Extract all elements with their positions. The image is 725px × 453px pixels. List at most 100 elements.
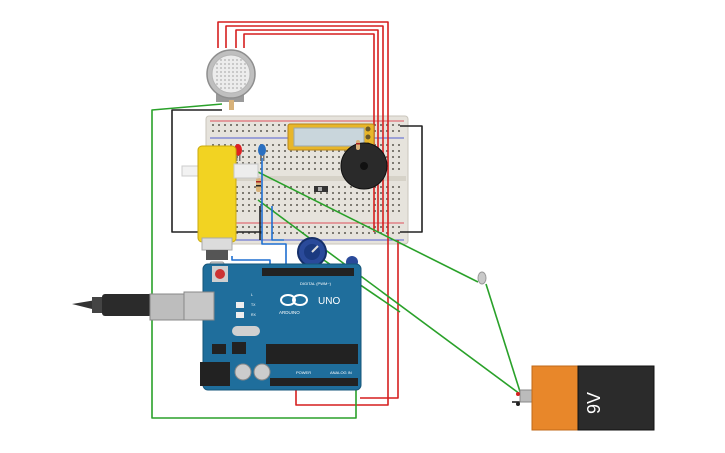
breadboard-hole [278,204,280,206]
resistor[interactable] [356,140,360,150]
slide-switch[interactable] [314,186,328,192]
potentiometer[interactable] [297,237,358,268]
breadboard-hole [272,192,274,194]
dc-gear-motor[interactable] [181,145,259,260]
breadboard-hole [392,124,394,126]
mesh-dot [232,59,234,61]
breadboard-hole [266,162,268,164]
breadboard-hole [392,150,394,152]
breadboard-hole [314,168,316,170]
breadboard-hole [302,210,304,212]
breadboard-hole [278,156,280,158]
breadboard-hole [290,204,292,206]
breadboard-hole [392,144,394,146]
blue-led[interactable] [258,144,266,161]
breadboard-hole [278,168,280,170]
black-wire [400,125,423,233]
breadboard-hole [320,150,322,152]
gas-sensor[interactable] [206,49,256,110]
breadboard-hole [344,186,346,188]
green-wire [485,283,523,399]
arduino-logo-icon [280,294,308,306]
sensor-mesh [216,59,246,89]
breadboard-hole [356,204,358,206]
breadboard-hole [356,232,358,234]
breadboard-hole [338,156,340,158]
resistor[interactable] [256,178,261,192]
breadboard-hole [278,232,280,234]
breadboard-hole [242,144,244,146]
breadboard-hole [272,144,274,146]
breadboard-hole [266,198,268,200]
breadboard-hole [386,124,388,126]
mesh-dot [244,71,246,73]
breadboard-hole [338,204,340,206]
mesh-dot [240,67,242,69]
breadboard-hole [332,186,334,188]
red-wire [360,240,399,399]
breadboard-hole [248,130,250,132]
breadboard-hole [368,198,370,200]
usb-cable[interactable] [72,293,187,321]
breadboard-hole [398,144,400,146]
breadboard-hole [380,144,382,146]
breadboard-hole [254,124,256,126]
breadboard-hole [242,210,244,212]
breadboard-hole [332,226,334,228]
breadboard-hole [212,144,214,146]
breadboard-hole [266,210,268,212]
breadboard-hole [326,192,328,194]
breadboard-hole [266,192,268,194]
breadboard-hole [266,130,268,132]
breadboard-hole [284,226,286,228]
breadboard-hole [338,162,340,164]
mesh-dot [232,67,234,69]
breadboard-hole [338,186,340,188]
breadboard-hole [242,192,244,194]
red-wire [217,21,389,406]
breadboard-hole [266,186,268,188]
lcd-display[interactable] [287,123,375,151]
mesh-dot [224,63,226,65]
breadboard-hole [218,124,220,126]
breadboard-hole [242,232,244,234]
breadboard-hole [386,198,388,200]
breadboard-hole [314,192,316,194]
breadboard-hole [248,144,250,146]
breadboard-hole [356,192,358,194]
photoresistor[interactable] [477,271,487,285]
breadboard-hole [314,156,316,158]
green-wire [151,103,357,419]
breadboard-hole [362,198,364,200]
breadboard-hole [392,192,394,194]
battery-9v[interactable]: 9V [516,365,655,431]
breadboard-hole [266,204,268,206]
breadboard-hole [320,192,322,194]
breadboard-hole [272,162,274,164]
breadboard-hole [266,232,268,234]
arduino-uno-board[interactable]: UNO ARDUINO DIGITAL (PWM~) POWER ANALOG … [183,263,362,391]
mesh-dot [236,75,238,77]
breadboard-hole [308,192,310,194]
breadboard-hole [272,226,274,228]
mesh-dot [232,79,234,81]
breadboard-hole [350,226,352,228]
mesh-dot [216,67,218,69]
breadboard-hole [266,150,268,152]
arduino-brand-label: ARDUINO [279,310,300,315]
mesh-dot [220,67,222,69]
breadboard-hole [242,198,244,200]
breadboard-hole [290,210,292,212]
breadboard-hole [320,156,322,158]
breadboard-hole [218,130,220,132]
mesh-dot [240,59,242,61]
piezo-buzzer[interactable] [340,142,388,190]
breadboard-hole [398,150,400,152]
breadboard-hole [284,232,286,234]
breadboard-hole [260,198,262,200]
green-wire [249,167,479,283]
breadboard-hole [224,144,226,146]
breadboard-hole [314,204,316,206]
mesh-dot [232,71,234,73]
breadboard-hole [236,210,238,212]
